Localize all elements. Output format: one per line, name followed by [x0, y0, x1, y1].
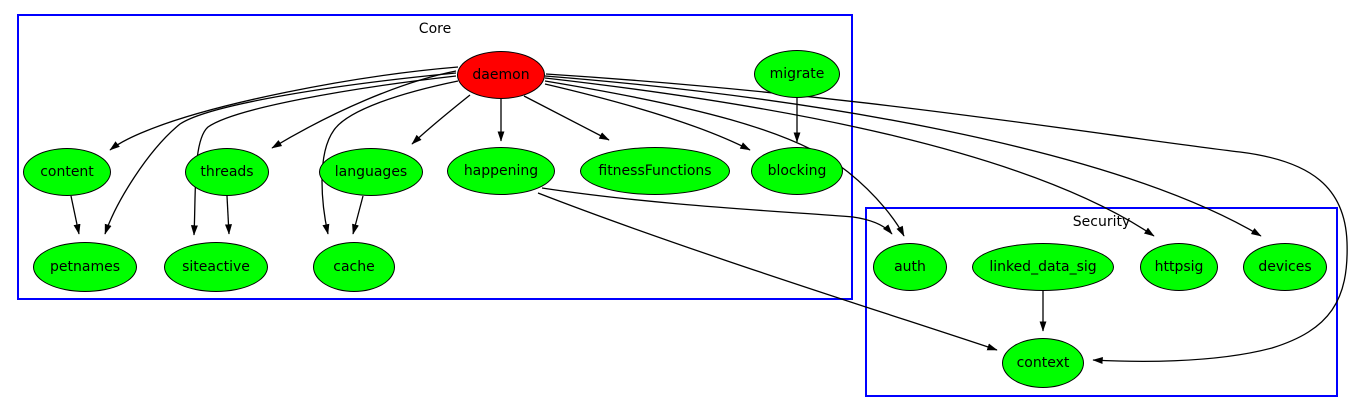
- node-languages: languages: [319, 148, 423, 196]
- edge-happening-context: [537, 192, 998, 351]
- node-fitnessFunctions-label: fitnessFunctions: [598, 163, 712, 179]
- node-happening-label: happening: [463, 163, 539, 179]
- node-content-label: content: [40, 164, 94, 180]
- edge-daemon-httpsig: [544, 77, 1155, 237]
- node-daemon-label: daemon: [472, 67, 530, 83]
- node-auth-label: auth: [894, 259, 926, 275]
- edge-daemon-context: [545, 73, 1348, 365]
- node-daemon: daemon: [457, 51, 545, 99]
- edge-daemon-fitnessFunctions: [523, 95, 610, 141]
- node-context: context: [1002, 338, 1084, 388]
- edge-daemon-languages: [411, 94, 471, 145]
- edge-daemon-threads: [271, 70, 457, 149]
- node-blocking-label: blocking: [767, 163, 827, 179]
- node-happening: happening: [447, 147, 555, 195]
- node-cache-label: cache: [333, 259, 375, 275]
- edge-daemon-blocking: [544, 83, 751, 151]
- node-cache: cache: [313, 242, 395, 292]
- node-content: content: [23, 148, 111, 196]
- node-blocking: blocking: [751, 147, 843, 195]
- edge-content-petnames: [70, 195, 81, 235]
- node-petnames: petnames: [33, 242, 137, 292]
- node-siteactive: siteactive: [164, 242, 268, 292]
- node-siteactive-label: siteactive: [182, 259, 250, 275]
- edge-daemon-petnames: [104, 72, 457, 235]
- edge-daemon-content: [109, 66, 459, 151]
- edge-happening-auth: [541, 187, 893, 235]
- cluster-core: Core: [17, 14, 853, 300]
- node-devices-label: devices: [1258, 259, 1312, 275]
- node-migrate: migrate: [754, 50, 840, 98]
- node-threads-label: threads: [200, 164, 254, 180]
- edge-daemon-cache: [321, 80, 459, 235]
- node-languages-label: languages: [334, 164, 408, 180]
- edge-daemon-devices: [544, 75, 1262, 237]
- cluster-core-label: Core: [418, 21, 452, 37]
- node-httpsig-label: httpsig: [1154, 259, 1204, 275]
- node-context-label: context: [1016, 355, 1070, 371]
- node-threads: threads: [185, 148, 269, 196]
- node-linked-data-sig: linked_data_sig: [972, 243, 1114, 291]
- cluster-security-label: Security: [1072, 214, 1131, 230]
- node-petnames-label: petnames: [50, 259, 120, 275]
- node-linked-data-sig-label: linked_data_sig: [989, 259, 1097, 275]
- node-devices: devices: [1243, 243, 1327, 291]
- node-fitnessFunctions: fitnessFunctions: [580, 147, 730, 195]
- edge-threads-siteactive: [224, 195, 232, 235]
- node-migrate-label: migrate: [769, 66, 825, 82]
- node-httpsig: httpsig: [1140, 243, 1218, 291]
- edge-languages-cache: [352, 195, 364, 235]
- node-auth: auth: [873, 243, 947, 291]
